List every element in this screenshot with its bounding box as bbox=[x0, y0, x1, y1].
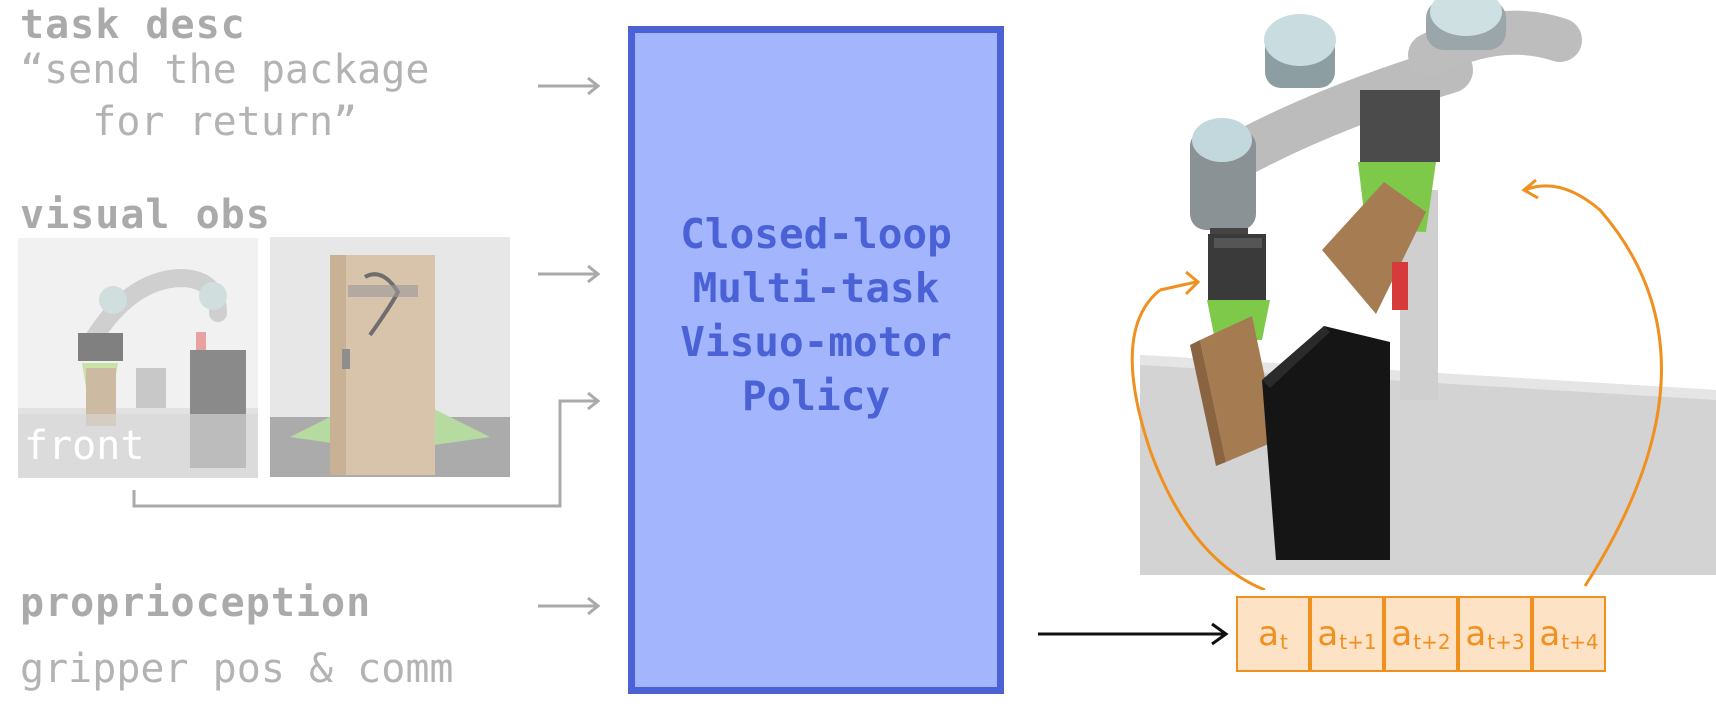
visual-obs-arrowhead bbox=[587, 264, 601, 284]
action-loop-arc-left bbox=[1130, 288, 1266, 590]
front-camera-label: front bbox=[18, 414, 258, 478]
action-subscript: t+1 bbox=[1339, 630, 1377, 654]
task-desc-line2: for return” bbox=[20, 99, 358, 145]
policy-box: Closed-loop Multi-task Visuo-motor Polic… bbox=[628, 26, 1004, 694]
robot-scene-illustration bbox=[1130, 0, 1716, 590]
action-base: a bbox=[1317, 614, 1339, 654]
proprioception-arrowhead bbox=[587, 596, 601, 616]
input-arrows bbox=[132, 76, 601, 616]
action-subscript: t+4 bbox=[1561, 630, 1599, 654]
task-desc-line1: “send the package bbox=[20, 47, 430, 93]
action-base: a bbox=[1258, 614, 1279, 654]
action-base: a bbox=[1391, 614, 1413, 654]
visual-obs-header: visual obs bbox=[20, 192, 271, 238]
action-base: a bbox=[1539, 614, 1561, 654]
task-desc-arrowhead bbox=[587, 76, 601, 96]
wrist-camera-thumbnail bbox=[270, 237, 510, 477]
front-camera-connector bbox=[132, 399, 598, 508]
proprioception-detail: gripper pos & comm bbox=[20, 646, 454, 692]
policy-label: Closed-loop Multi-task Visuo-motor Polic… bbox=[680, 210, 952, 420]
action-subscript: t+2 bbox=[1413, 630, 1451, 654]
task-desc-header: task desc bbox=[20, 2, 246, 48]
output-arrow bbox=[1038, 622, 1229, 646]
wrist-camera-scene bbox=[270, 255, 510, 477]
action-loop-arc-right bbox=[1524, 184, 1663, 587]
action-subscript: t+3 bbox=[1487, 630, 1525, 654]
action-subscript: t bbox=[1280, 630, 1288, 654]
proprioception-header: proprioception bbox=[20, 580, 372, 626]
action-base: a bbox=[1465, 614, 1487, 654]
front-camera-arrowhead bbox=[587, 391, 601, 411]
